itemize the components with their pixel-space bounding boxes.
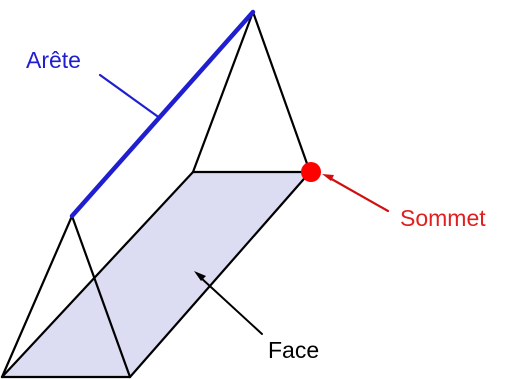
vertex-pointer-line (326, 175, 390, 213)
vertex-label: Sommet (400, 205, 486, 231)
edge-label: Arête (26, 47, 81, 73)
prism-edges (0, 10, 312, 379)
vertex-pointer-arrowhead (322, 174, 334, 181)
edge-lateral-left (0, 170, 195, 379)
face-pointer-line (199, 276, 263, 335)
edge-front-right (70, 214, 132, 379)
edge-lateral-right (128, 170, 312, 379)
vertex-dot (301, 162, 321, 182)
face-pointer-arrowhead (194, 271, 206, 281)
edge-back-left (191, 10, 255, 174)
edge-highlight (69, 9, 256, 219)
edge-pointer-line (98, 73, 159, 118)
edge-front-left (0, 214, 74, 379)
face-highlight (2, 172, 310, 377)
face-label: Face (268, 337, 319, 363)
edge-back-right (251, 10, 312, 174)
